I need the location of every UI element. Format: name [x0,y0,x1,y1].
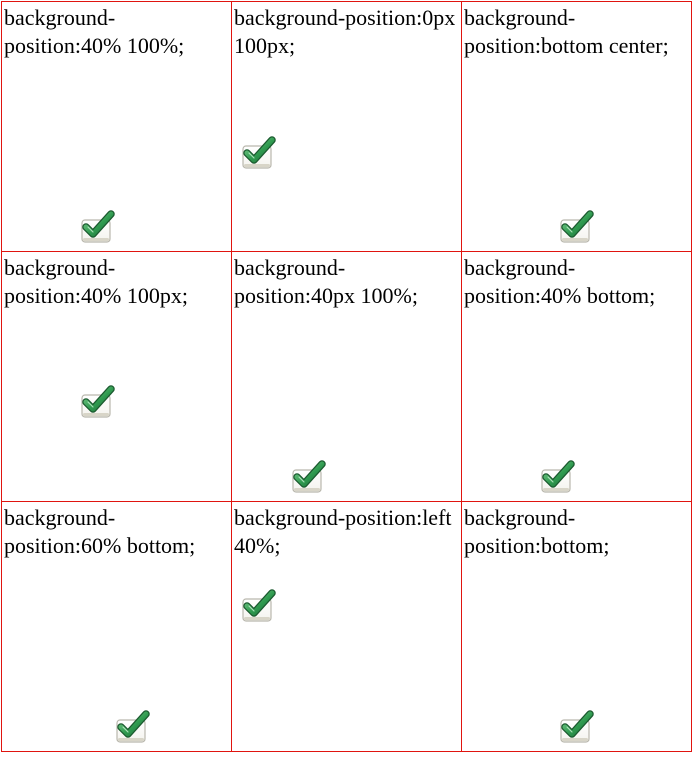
grid-cell: background-position:40% bottom; [461,251,692,502]
check-mark-icon [240,134,276,170]
cell-label: background-position:bottom; [464,505,610,558]
check-mark-icon [79,208,115,244]
cell-label: background-position:bottom center; [464,5,669,58]
grid-cell: background-position:0px 100px; [231,1,462,252]
cell-label: background-position:40px 100%; [234,255,418,308]
check-mark-icon [539,458,575,494]
cell-label: background-position:40% bottom; [464,255,656,308]
cell-label: background-position:60% bottom; [4,505,196,558]
grid-cell: background-position:bottom center; [461,1,692,252]
check-mark-icon [114,708,150,744]
cell-label: background-position:left 40%; [234,505,452,558]
grid-cell: background-position:40% 100px; [1,251,232,502]
cell-label: background-position:40% 100%; [4,5,185,58]
grid-cell: background-position:left 40%; [231,501,462,752]
cell-label: background-position:40% 100px; [4,255,188,308]
grid-cell: background-position:40% 100%; [1,1,232,252]
grid-cell: background-position:bottom; [461,501,692,752]
check-mark-icon [290,458,326,494]
grid-cell: background-position:40px 100%; [231,251,462,502]
check-mark-icon [79,383,115,419]
check-mark-icon [240,587,276,623]
check-mark-icon [558,208,594,244]
grid-cell: background-position:60% bottom; [1,501,232,752]
cell-label: background-position:0px 100px; [234,5,456,58]
check-mark-icon [558,708,594,744]
background-position-grid: background-position:40% 100%; background… [1,1,692,752]
